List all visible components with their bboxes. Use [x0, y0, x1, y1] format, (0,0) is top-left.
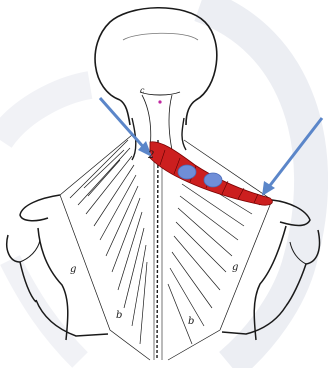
trapezius-left	[60, 135, 150, 360]
label-g-left: g	[70, 264, 76, 275]
trigger-point-1	[178, 165, 196, 179]
label-g-right: g	[232, 262, 238, 273]
label-b-left: b	[116, 310, 122, 321]
spine	[154, 140, 162, 360]
head-outline	[95, 8, 217, 125]
marker-dot	[158, 100, 161, 103]
trigger-point-2	[204, 173, 222, 187]
label-number-two: 2	[147, 150, 154, 161]
label-c-top: c	[140, 86, 145, 95]
label-b-right: b	[188, 316, 194, 327]
